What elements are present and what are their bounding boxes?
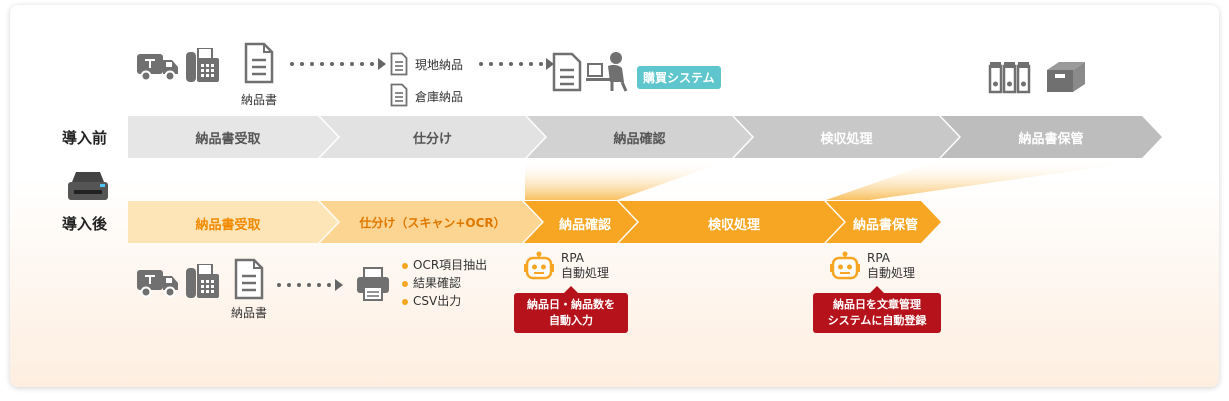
- after-step-2: 仕分け（スキャン+OCR）: [359, 216, 506, 230]
- after-step-5-shape: [826, 201, 941, 243]
- bullet-item: CSV出力: [402, 292, 461, 309]
- before-doc-label: 納品書: [241, 93, 278, 107]
- before-step-5: 納品書保管: [1018, 132, 1084, 147]
- rpa-label-line: RPA: [867, 251, 891, 265]
- after-step-3: 納品確認: [558, 218, 611, 233]
- storage-box-icon: [1047, 62, 1085, 92]
- scanner-icon: [68, 172, 108, 200]
- after-step-5: 納品書保管: [852, 218, 918, 233]
- binders-icon: [988, 62, 1031, 94]
- rpa-label-line: 自動処理: [867, 266, 916, 280]
- truck-icon: [137, 54, 178, 82]
- callout-1: 納品日・納品数を自動入力: [514, 286, 628, 333]
- printer-icon: [357, 267, 389, 301]
- callout-line: システムに自動登録: [827, 314, 927, 327]
- bullet-dot: [402, 298, 408, 305]
- before-step-3-shape: [527, 116, 752, 158]
- robot-icon: [524, 251, 554, 280]
- before-step-1: 納品書受取: [195, 132, 261, 147]
- before-step-5-shape: [941, 116, 1162, 158]
- fax-icon: [186, 264, 219, 298]
- system-tag: 購買システム: [637, 66, 721, 89]
- before-step-2-shape: [320, 116, 545, 158]
- document-icon: [390, 52, 408, 76]
- person-at-desk-icon: [586, 52, 628, 92]
- rpa-label-line: 自動処理: [561, 266, 610, 280]
- bullet-text: CSV出力: [413, 294, 462, 308]
- bullet-text: 結果確認: [413, 276, 462, 290]
- bullet-dot: [402, 280, 408, 287]
- dotted-arrow-1: [290, 58, 386, 70]
- bullet-item: OCR項目抽出: [402, 256, 487, 273]
- after-step-4: 検収処理: [707, 218, 760, 233]
- bullet-item: 結果確認: [402, 274, 461, 291]
- before-step-3: 納品確認: [613, 132, 666, 147]
- dotted-arrow-3: [277, 279, 343, 291]
- before-row-label: 導入前: [62, 129, 108, 147]
- callout-line: 納品日を文章管理: [833, 298, 921, 311]
- after-step-2-shape: [320, 201, 542, 243]
- before-step-2: 仕分け: [412, 132, 452, 147]
- fax-icon: [186, 48, 219, 82]
- document-icon: [244, 42, 274, 84]
- branch-warehouse-label: 倉庫納品: [415, 90, 464, 104]
- after-row-label: 導入後: [62, 215, 108, 233]
- bullet-dot: [402, 262, 408, 269]
- after-doc-label: 納品書: [231, 306, 268, 320]
- robot-icon: [830, 251, 860, 280]
- document-icon: [234, 258, 264, 300]
- connector-shape-2: [826, 160, 1150, 200]
- before-step-1-shape: [128, 116, 338, 158]
- callout-line: 自動入力: [549, 314, 593, 327]
- document-icon: [390, 83, 408, 107]
- branch-local-label: 現地納品: [415, 58, 464, 72]
- after-step-1: 納品書受取: [195, 218, 261, 233]
- connector-shape-1: [525, 160, 730, 200]
- before-step-4-shape: [734, 116, 959, 158]
- callout-line: 納品日・納品数を: [527, 298, 615, 311]
- after-step-3-shape: [524, 201, 637, 243]
- dotted-arrow-2: [479, 58, 554, 70]
- callout-2: 納品日を文章管理システムに自動登録: [813, 286, 941, 333]
- truck-icon: [137, 270, 178, 298]
- after-step-4-shape: [619, 201, 844, 243]
- rpa-label-line: RPA: [561, 251, 585, 265]
- after-step-1-shape: [128, 201, 338, 243]
- bullet-text: OCR項目抽出: [413, 258, 488, 272]
- before-step-4: 検収処理: [820, 132, 873, 147]
- document-icon: [552, 52, 582, 92]
